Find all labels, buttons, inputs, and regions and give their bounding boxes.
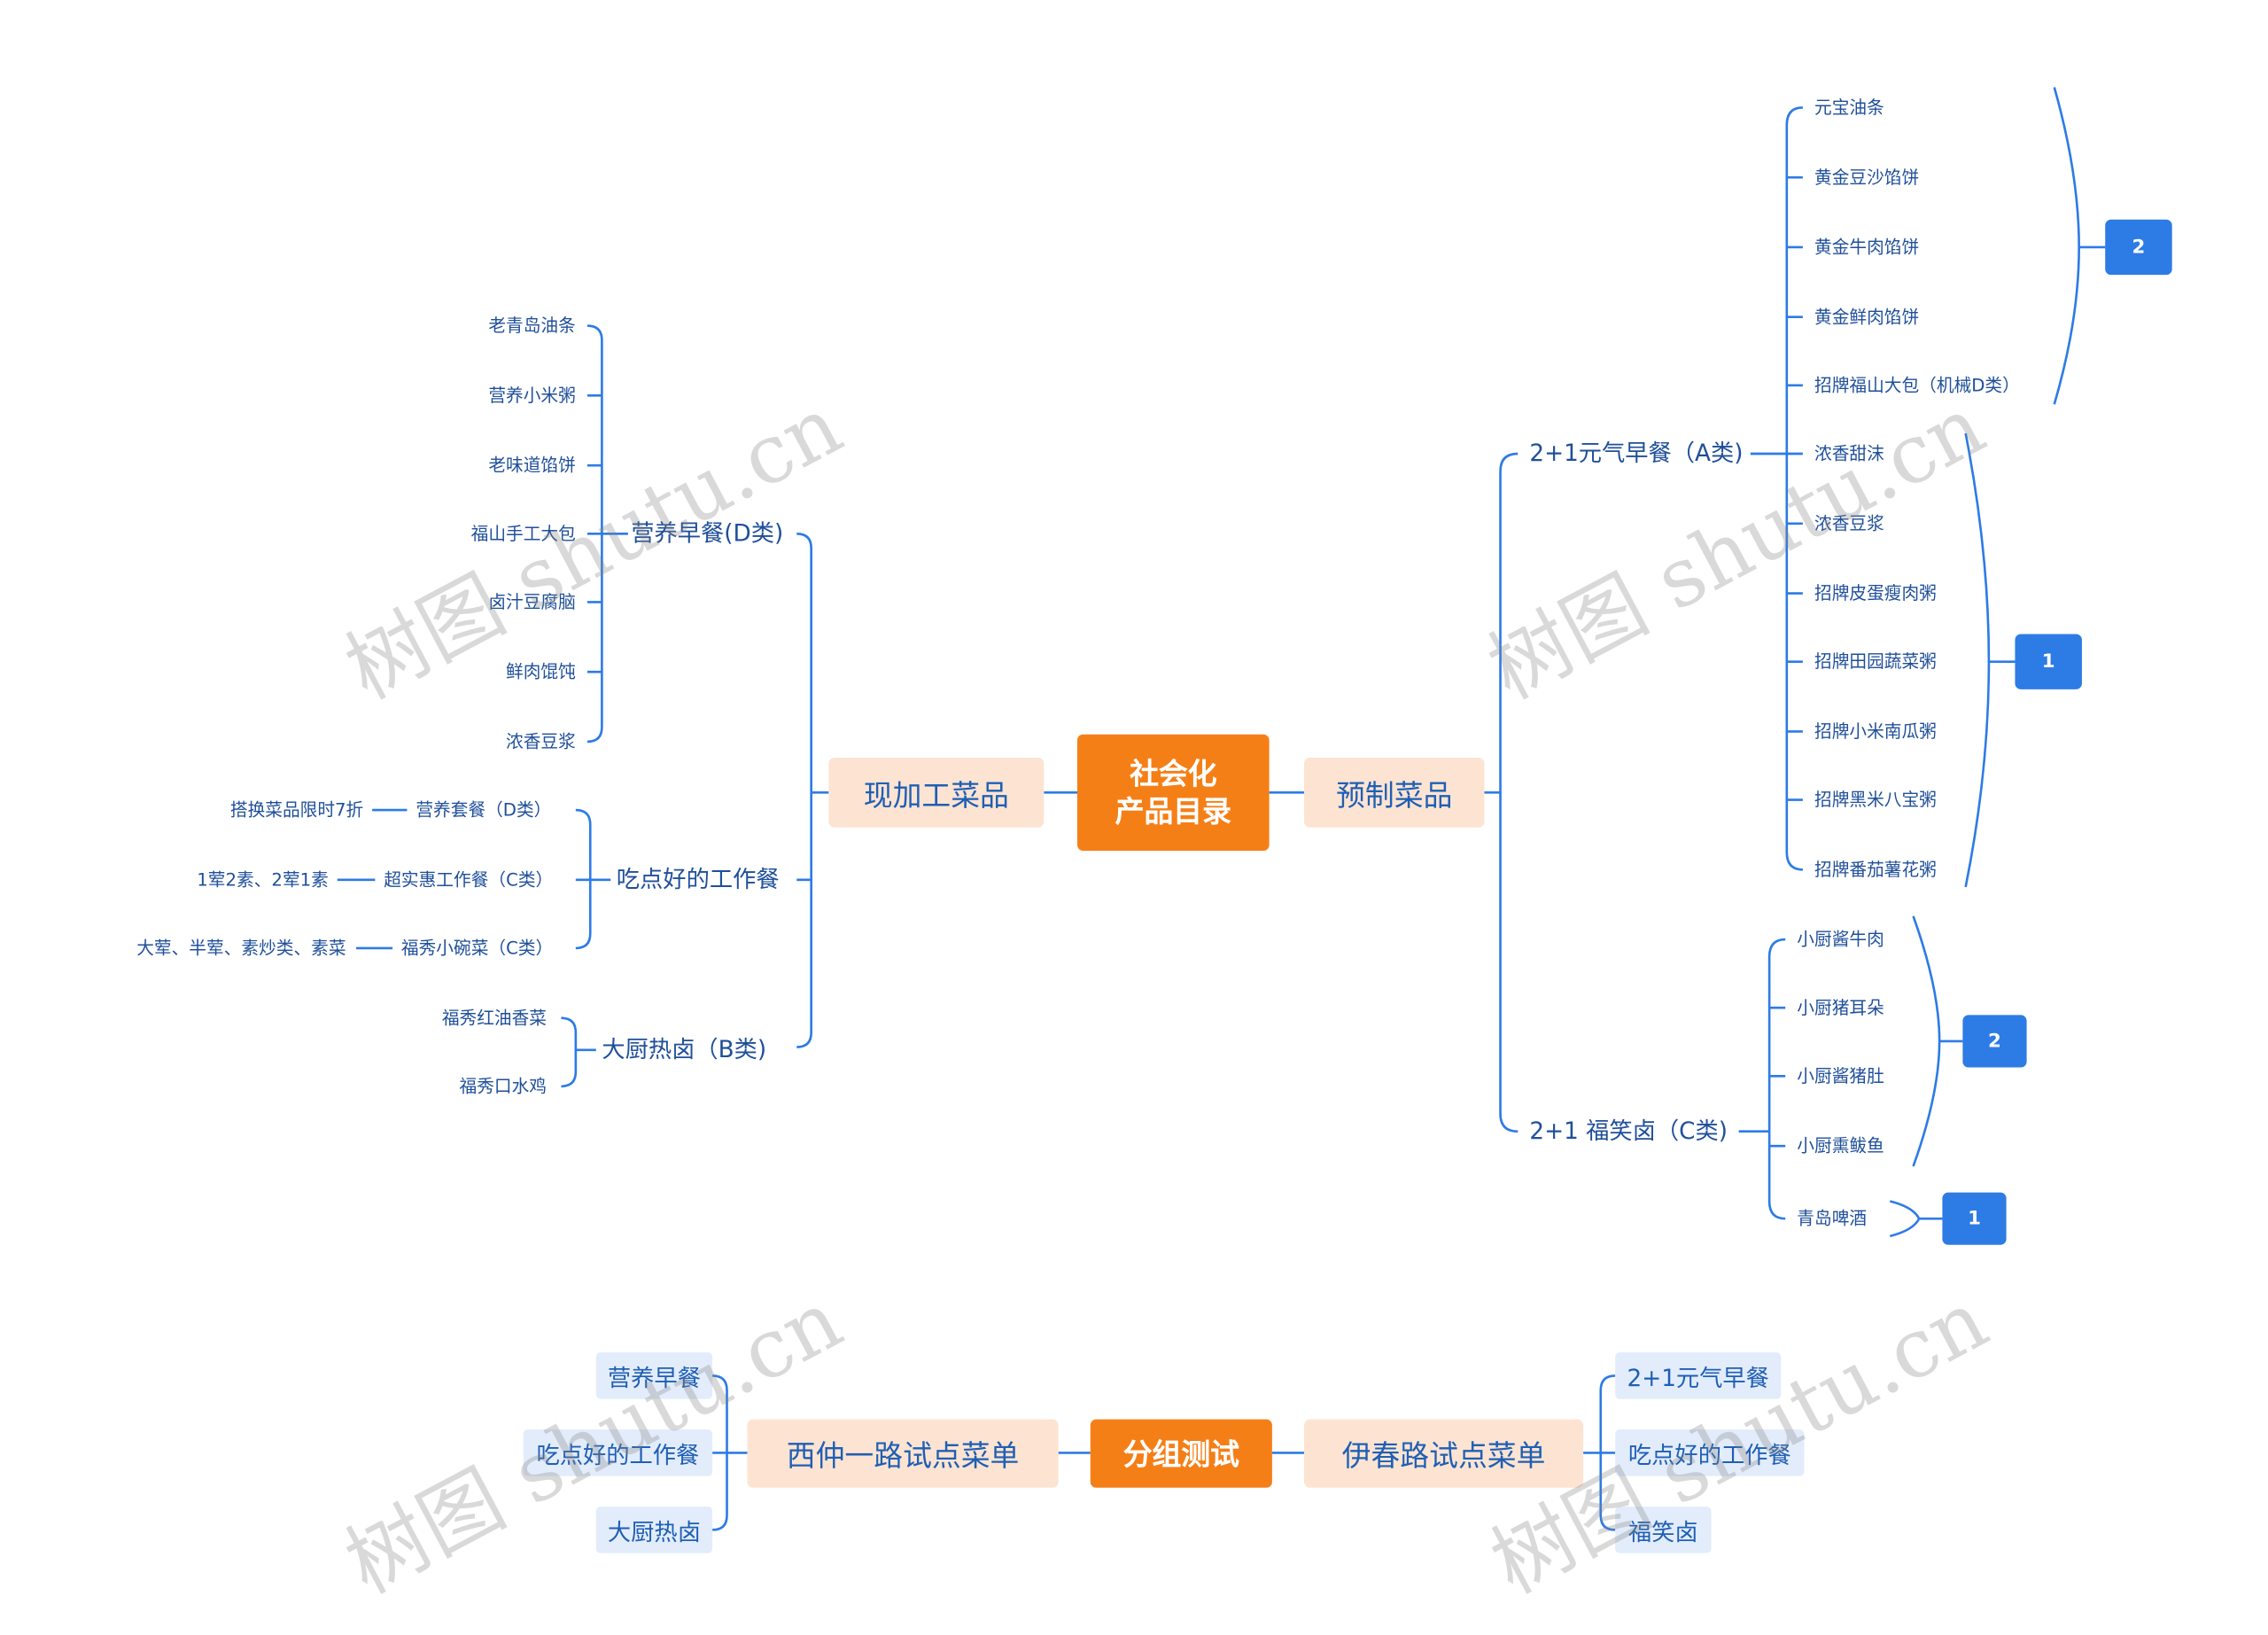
note-gongzuocan-1: 1荤2素、2荤1素 <box>197 869 329 891</box>
leaf-rechu-0[interactable]: 福秀红油香菜 <box>441 1008 548 1029</box>
branch-xizhong[interactable]: 西仲一路试点菜单 <box>747 1419 1059 1488</box>
note-gongzuocan-2: 大荤、半荤、素炒类、素菜 <box>136 938 346 959</box>
leaf-fuxiaolu-4[interactable]: 青岛啤酒 <box>1797 1208 1868 1229</box>
leaf-gongzuocan-1[interactable]: 超实惠工作餐（C类） <box>384 869 554 891</box>
leaf-zaocan-3[interactable]: 黄金鲜肉馅饼 <box>1814 307 1920 328</box>
root-node-fenzu[interactable]: 分组测试 <box>1090 1419 1272 1488</box>
leaf-yingyang-0[interactable]: 老青岛油条 <box>488 315 576 337</box>
summary-badge-zaocan-a[interactable]: 2 <box>2105 219 2172 276</box>
leaf-zaocan-11[interactable]: 招牌番茄薯花粥 <box>1814 859 1937 880</box>
root-node[interactable]: 社会化产品目录 <box>1076 734 1270 851</box>
leaf-zaocan-6[interactable]: 浓香豆浆 <box>1814 513 1884 534</box>
leaf-zaocan-1[interactable]: 黄金豆沙馅饼 <box>1814 167 1920 188</box>
node-fuxiaolu[interactable]: 2+1 福笑卤（C类) <box>1529 1117 1728 1145</box>
leaf-fuxiaolu-3[interactable]: 小厨熏鲅鱼 <box>1797 1135 1884 1156</box>
leaf-yingyang-3[interactable]: 福山手工大包 <box>470 523 576 544</box>
leaf-fuxiaolu-1[interactable]: 小厨猪耳朵 <box>1797 997 1884 1018</box>
summary-badge-zaocan-b[interactable]: 1 <box>2015 634 2082 689</box>
leaf-fuxiaolu-0[interactable]: 小厨酱牛肉 <box>1797 929 1884 950</box>
leaf-yingyang-6[interactable]: 浓香豆浆 <box>506 731 576 752</box>
summary-badge-fuxiaolu-a[interactable]: 2 <box>1962 1015 2027 1068</box>
node-zaocan[interactable]: 2+1元气早餐（A类) <box>1529 439 1744 467</box>
leaf-xizhong-2[interactable]: 大厨热卤 <box>595 1507 713 1553</box>
branch-xianjiagong[interactable]: 现加工菜品 <box>828 757 1045 828</box>
leaf-gongzuocan-0[interactable]: 营养套餐（D类） <box>416 799 552 821</box>
leaf-yingyang-5[interactable]: 鲜肉馄饨 <box>506 661 576 682</box>
leaf-yichun-2[interactable]: 福笑卤 <box>1615 1507 1712 1553</box>
branch-yuzhi[interactable]: 预制菜品 <box>1303 757 1485 828</box>
note-gongzuocan-0: 搭换菜品限时7折 <box>229 799 364 821</box>
leaf-yichun-1[interactable]: 吃点好的工作餐 <box>1615 1429 1805 1476</box>
leaf-gongzuocan-2[interactable]: 福秀小碗菜（C类） <box>400 938 554 959</box>
leaf-zaocan-7[interactable]: 招牌皮蛋瘦肉粥 <box>1814 583 1937 604</box>
leaf-yingyang-1[interactable]: 营养小米粥 <box>488 385 576 406</box>
leaf-yichun-0[interactable]: 2+1元气早餐 <box>1615 1352 1782 1399</box>
root-line-2: 产品目录 <box>1115 793 1231 829</box>
leaf-rechu-1[interactable]: 福秀口水鸡 <box>459 1076 548 1097</box>
leaf-zaocan-5[interactable]: 浓香甜沫 <box>1814 443 1884 464</box>
leaf-yingyang-2[interactable]: 老味道馅饼 <box>488 455 576 476</box>
summary-badge-fuxiaolu-b[interactable]: 1 <box>1942 1192 2007 1245</box>
root-line-1: 社会化 <box>1130 756 1217 791</box>
node-yingyang[interactable]: 营养早餐(D类) <box>631 518 784 548</box>
leaf-zaocan-8[interactable]: 招牌田园蔬菜粥 <box>1814 651 1937 673</box>
leaf-fuxiaolu-2[interactable]: 小厨酱猪肚 <box>1797 1065 1884 1086</box>
leaf-xizhong-0[interactable]: 营养早餐 <box>595 1352 713 1399</box>
node-gongzuocan[interactable]: 吃点好的工作餐 <box>616 865 780 893</box>
leaf-zaocan-2[interactable]: 黄金牛肉馅饼 <box>1814 237 1920 258</box>
leaf-zaocan-10[interactable]: 招牌黑米八宝粥 <box>1814 790 1937 811</box>
branch-yichun[interactable]: 伊春路试点菜单 <box>1303 1419 1584 1488</box>
leaf-zaocan-4[interactable]: 招牌福山大包（机械D类） <box>1814 375 2020 396</box>
leaf-yingyang-4[interactable]: 卤汁豆腐脑 <box>488 591 576 612</box>
node-rechu[interactable]: 大厨热卤（B类) <box>602 1035 767 1063</box>
leaf-zaocan-0[interactable]: 元宝油条 <box>1814 97 1884 118</box>
leaf-zaocan-9[interactable]: 招牌小米南瓜粥 <box>1814 720 1937 742</box>
leaf-xizhong-1[interactable]: 吃点好的工作餐 <box>523 1429 713 1476</box>
